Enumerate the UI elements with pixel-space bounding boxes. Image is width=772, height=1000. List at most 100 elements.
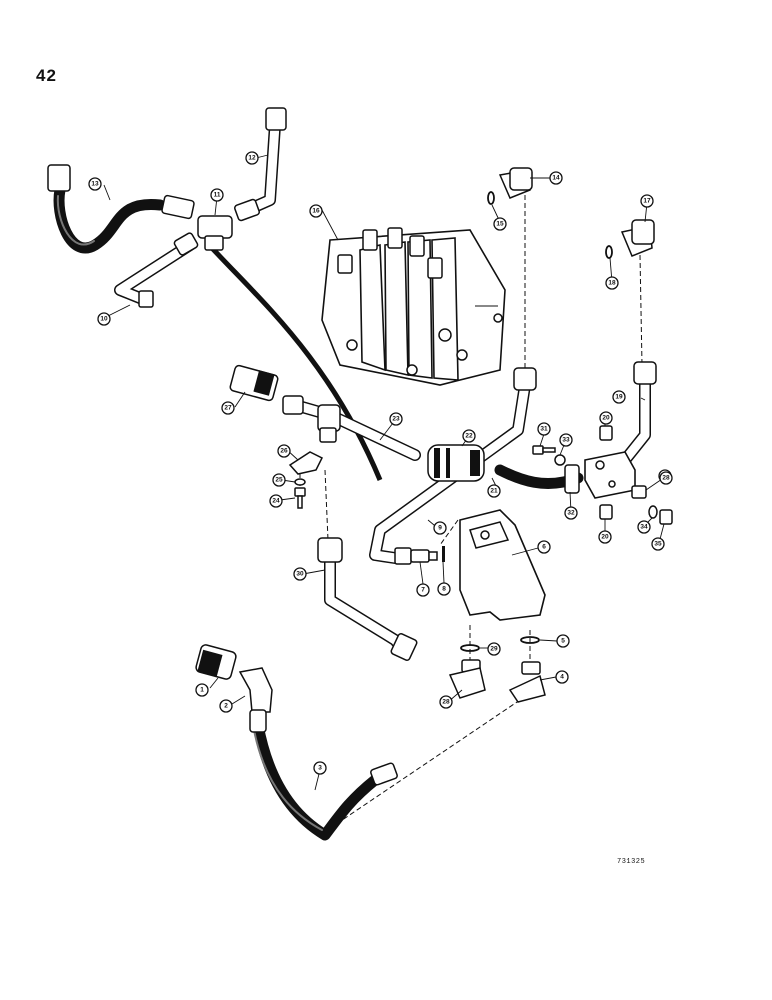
callout-20-b: 20 — [598, 530, 612, 544]
svg-text:3: 3 — [318, 765, 322, 772]
callout-7: 7 — [416, 583, 430, 597]
callout-22: 22 — [462, 429, 476, 443]
o-ring-18 — [605, 245, 613, 259]
callout-28-b: 28 — [659, 471, 673, 485]
fitting-7 — [394, 547, 438, 565]
o-ring-29 — [460, 644, 480, 652]
svg-text:26: 26 — [280, 448, 288, 455]
svg-text:16: 16 — [312, 208, 320, 215]
plug-20-a — [599, 425, 613, 441]
svg-text:29: 29 — [490, 646, 498, 653]
plug-20-c — [631, 485, 647, 499]
callout-17: 17 — [640, 194, 654, 208]
svg-text:18: 18 — [608, 280, 616, 287]
elbow-14 — [498, 167, 533, 199]
elbow-17 — [620, 219, 655, 257]
seal-8 — [442, 546, 445, 562]
svg-text:35: 35 — [654, 541, 662, 548]
callout-18: 18 — [605, 276, 619, 290]
callout-2: 2 — [219, 699, 233, 713]
callout-13: 13 — [88, 177, 102, 191]
bolt-31 — [532, 445, 556, 455]
callout-8: 8 — [437, 582, 451, 596]
svg-text:5: 5 — [561, 638, 565, 645]
svg-text:21: 21 — [490, 488, 498, 495]
svg-text:12: 12 — [248, 155, 256, 162]
svg-text:27: 27 — [224, 405, 232, 412]
callout-27: 27 — [221, 401, 235, 415]
svg-text:32: 32 — [567, 510, 575, 517]
callout-16: 16 — [309, 204, 323, 218]
svg-text:1: 1 — [200, 687, 204, 694]
svg-text:34: 34 — [640, 524, 648, 531]
elbow-4 — [508, 661, 546, 703]
callout-9: 9 — [433, 521, 447, 535]
callout-30: 30 — [293, 567, 307, 581]
nut-35 — [659, 509, 673, 525]
elbow-2 — [238, 667, 273, 713]
callout-35: 35 — [651, 537, 665, 551]
control-valve-16 — [321, 227, 506, 386]
tube-30 — [317, 537, 418, 661]
callout-32: 32 — [564, 506, 578, 520]
svg-text:28: 28 — [662, 475, 670, 482]
manifold-block — [584, 451, 636, 499]
svg-text:20: 20 — [601, 534, 609, 541]
svg-text:22: 22 — [465, 433, 473, 440]
callout-28-a: 28 — [439, 695, 453, 709]
plug-20-b — [599, 504, 613, 520]
callout-3: 3 — [313, 761, 327, 775]
callout-31: 31 — [537, 422, 551, 436]
figure-code: 731325 — [617, 858, 646, 866]
o-ring-5 — [520, 636, 540, 644]
svg-text:11: 11 — [214, 192, 221, 199]
svg-text:4: 4 — [560, 674, 564, 681]
tee-fitting-11 — [197, 215, 233, 251]
callout-23: 23 — [389, 412, 403, 426]
callout-24: 24 — [269, 494, 283, 508]
callout-26: 26 — [277, 444, 291, 458]
hose-3 — [249, 709, 398, 841]
tube-10 — [114, 232, 199, 308]
hose-13 — [47, 164, 195, 254]
svg-text:10: 10 — [100, 316, 108, 323]
svg-text:31: 31 — [540, 426, 548, 433]
callout-4: 4 — [555, 670, 569, 684]
washer-34 — [648, 505, 658, 519]
svg-text:6: 6 — [542, 544, 546, 551]
fitting-1 — [195, 644, 237, 680]
callout-19: 19 — [612, 390, 626, 404]
hose-21 — [494, 464, 584, 494]
pump-housing-6 — [459, 509, 546, 621]
svg-text:19: 19 — [615, 394, 623, 401]
callout-29: 29 — [487, 642, 501, 656]
callout-12: 12 — [245, 151, 259, 165]
washer-25 — [294, 478, 306, 486]
elbow-28 — [448, 659, 486, 699]
bracket-26 — [288, 451, 324, 475]
svg-text:33: 33 — [562, 437, 570, 444]
tee-23 — [282, 395, 421, 461]
svg-text:24: 24 — [272, 498, 280, 505]
callout-1: 1 — [195, 683, 209, 697]
svg-text:17: 17 — [643, 198, 651, 205]
callout-14: 14 — [549, 171, 563, 185]
svg-text:9: 9 — [438, 525, 442, 532]
svg-text:15: 15 — [496, 221, 504, 228]
o-ring-15 — [487, 191, 495, 205]
callout-15: 15 — [493, 217, 507, 231]
svg-text:23: 23 — [392, 416, 400, 423]
svg-text:8: 8 — [442, 586, 446, 593]
tube-12 — [234, 107, 287, 222]
tube-19 — [619, 361, 657, 466]
svg-text:13: 13 — [91, 181, 99, 188]
svg-text:14: 14 — [552, 175, 560, 182]
washer-33 — [554, 454, 566, 466]
callout-6: 6 — [537, 540, 551, 554]
fitting-27 — [229, 364, 279, 402]
callout-11: 11 — [210, 188, 224, 202]
svg-text:7: 7 — [421, 587, 425, 594]
page-number: 42 — [36, 66, 57, 85]
